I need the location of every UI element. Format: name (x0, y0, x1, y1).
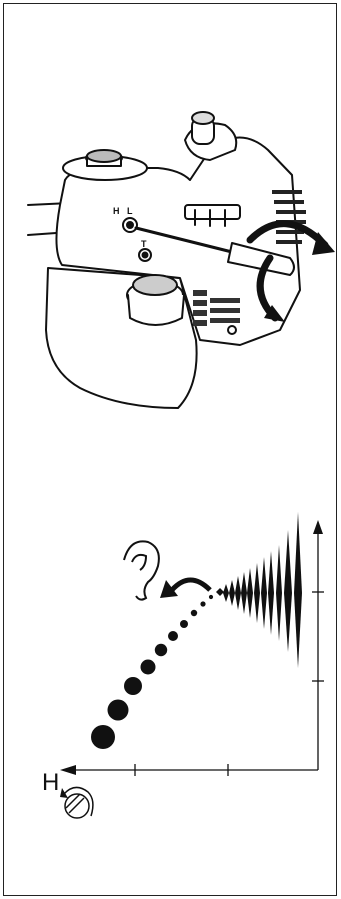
horizontal-axis-arrow (60, 765, 76, 775)
sound-wave-icon (216, 512, 302, 668)
vertical-axis-arrow (313, 520, 323, 534)
adjust-screw-icon (60, 787, 93, 818)
rpm-dots (91, 595, 213, 749)
listen-arrow (172, 580, 210, 590)
axis-label-high: H (42, 769, 59, 796)
ear-icon (124, 541, 159, 599)
